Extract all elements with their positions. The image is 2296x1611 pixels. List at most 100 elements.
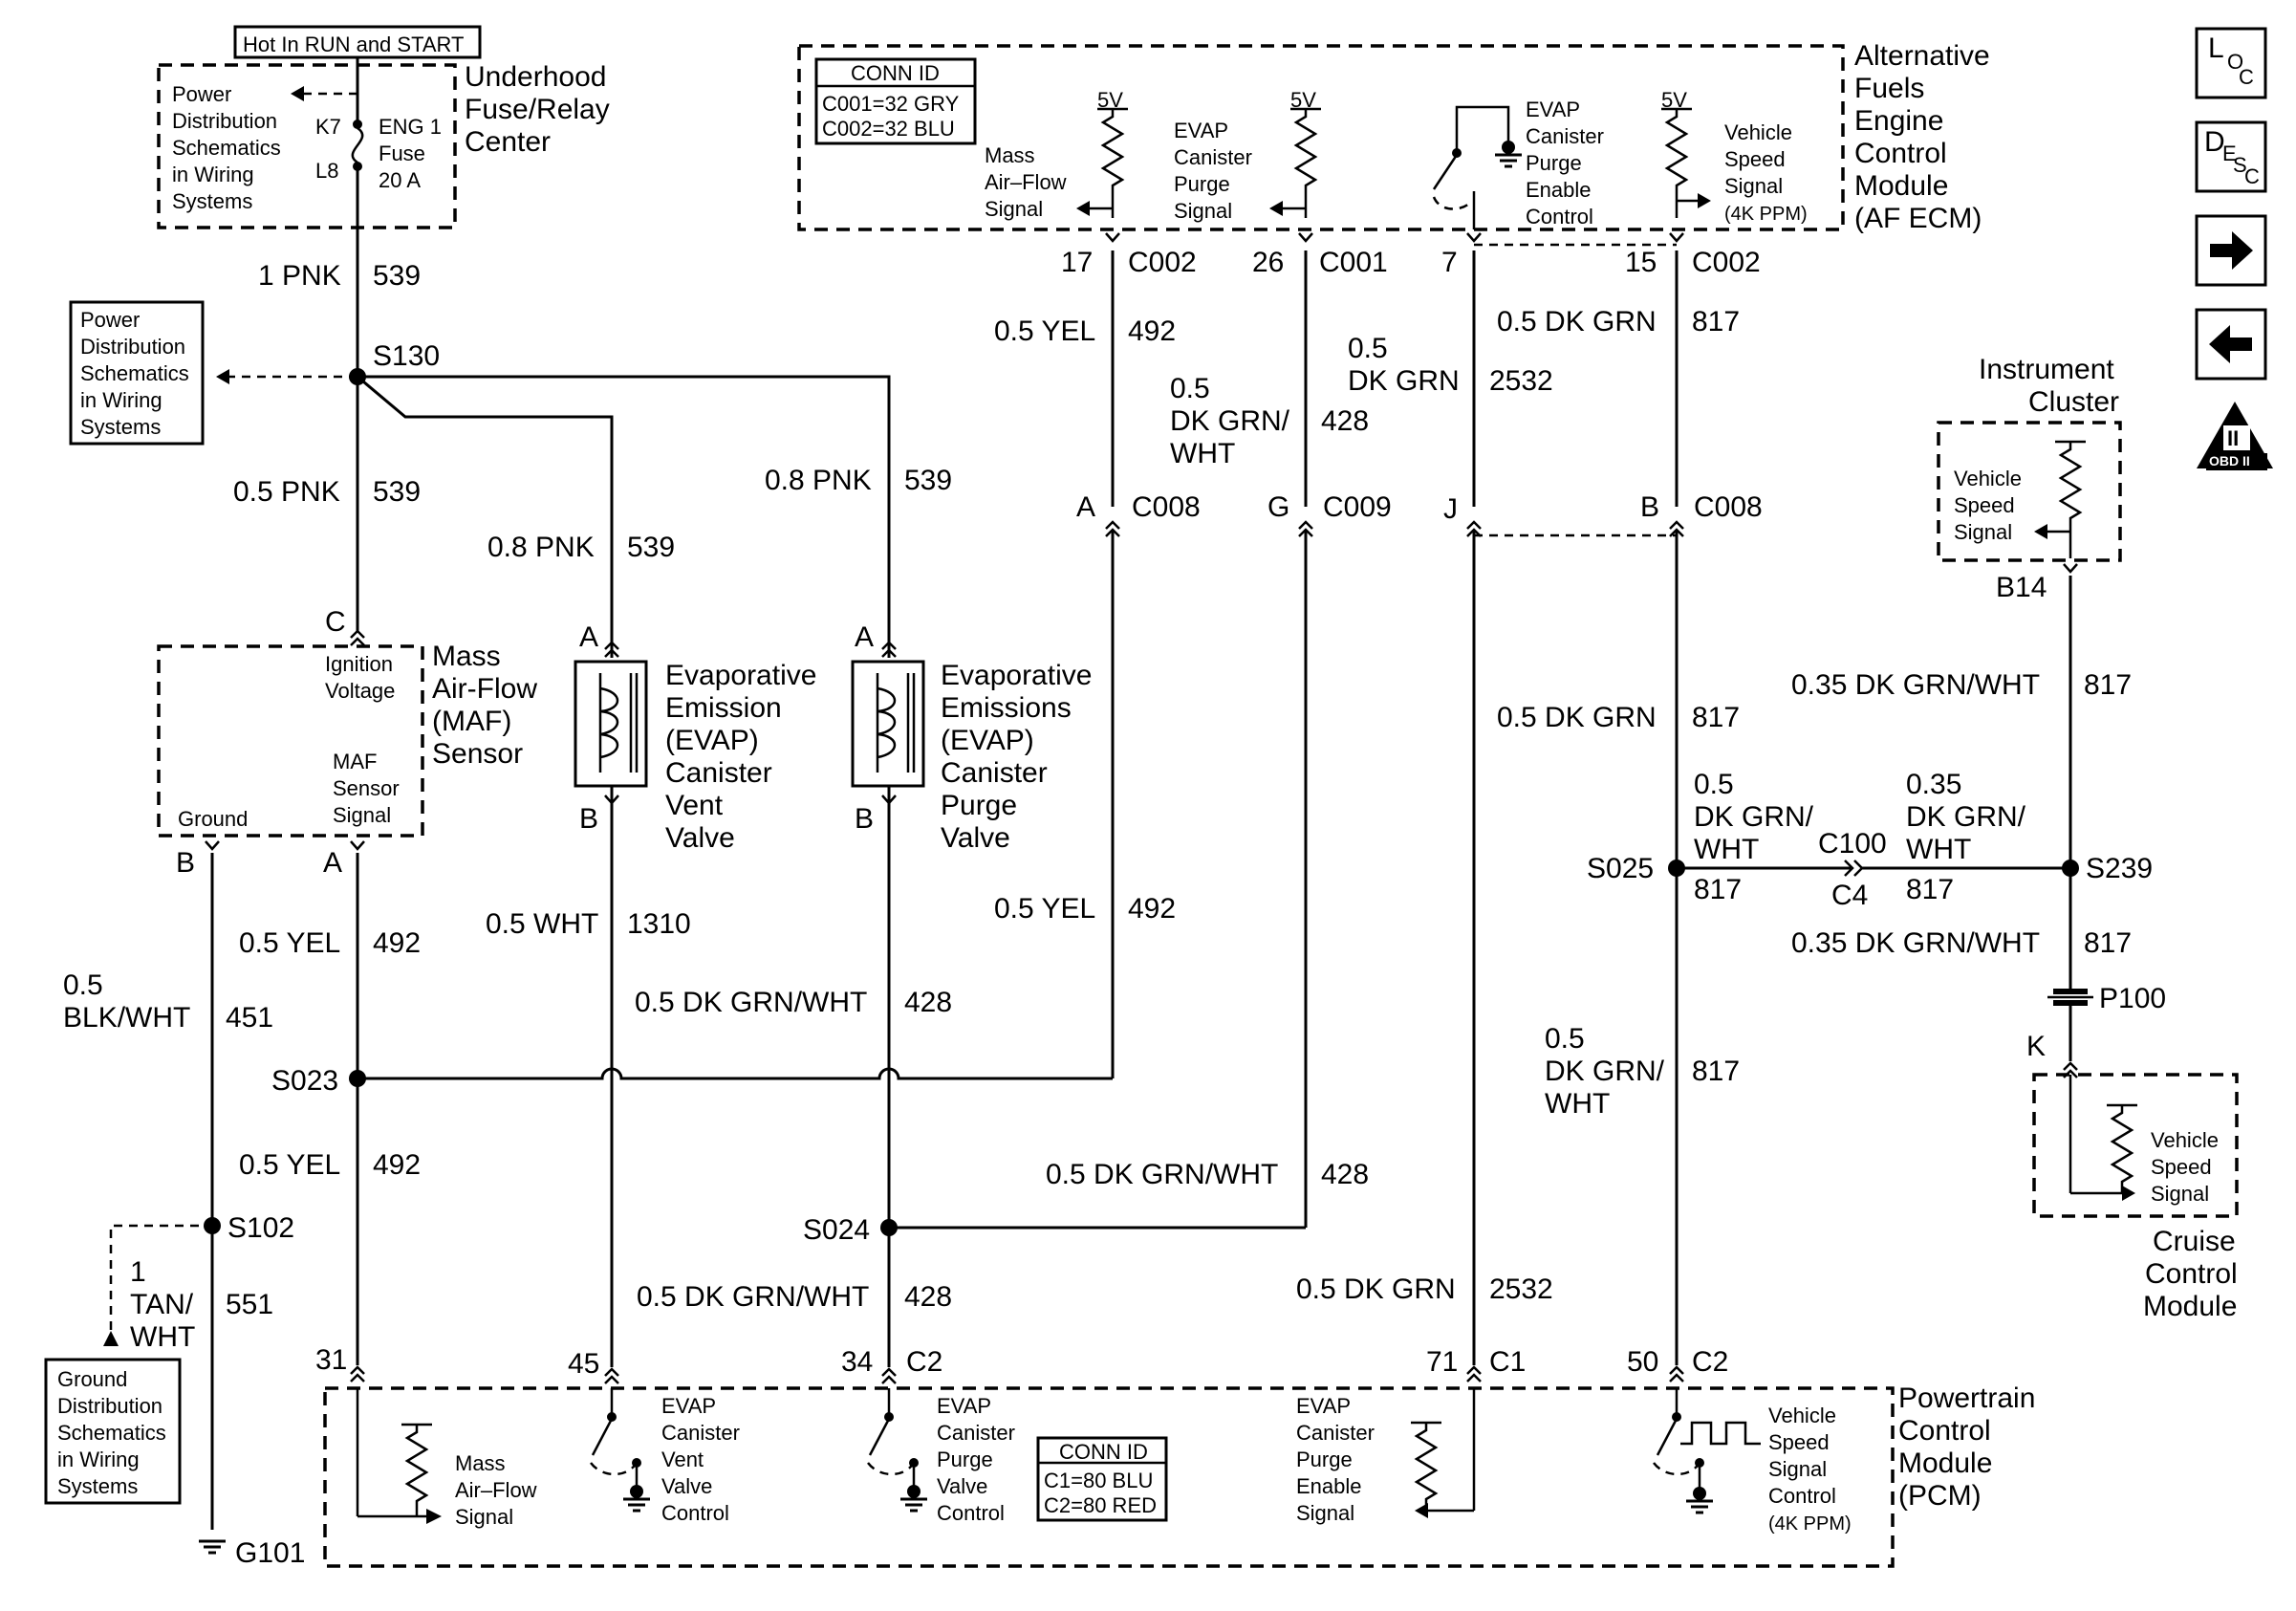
svg-text:DK GRN/: DK GRN/: [1170, 405, 1290, 437]
svg-text:Vehicle: Vehicle: [1724, 120, 1792, 144]
svg-text:0.5 DK GRN/WHT: 0.5 DK GRN/WHT: [1046, 1159, 1278, 1190]
svg-text:Fuse/Relay: Fuse/Relay: [465, 94, 610, 125]
svg-text:S239: S239: [2086, 853, 2153, 884]
svg-text:L8: L8: [315, 159, 338, 183]
ground-distribution-ref-box[interactable]: [44, 1358, 182, 1505]
svg-text:2532: 2532: [1489, 365, 1553, 397]
svg-text:S: S: [2233, 153, 2247, 177]
svg-text:Fuse: Fuse: [379, 142, 425, 165]
svg-text:G101: G101: [235, 1537, 305, 1569]
fuse-ref-text: Power Distribution Schematics in Wiring …: [172, 82, 281, 213]
svg-text:551: 551: [226, 1289, 273, 1320]
svg-text:Evaporative: Evaporative: [665, 660, 816, 691]
svg-text:Power: Power: [172, 82, 231, 106]
svg-text:Sensor: Sensor: [333, 776, 400, 800]
maf-sensor-title: Mass Air-Flow (MAF) Sensor: [432, 641, 537, 770]
svg-text:C002=32 BLU: C002=32 BLU: [822, 117, 955, 141]
svg-text:Valve: Valve: [661, 1474, 712, 1498]
svg-text:Emission: Emission: [665, 692, 782, 724]
svg-text:DK GRN/: DK GRN/: [1694, 801, 1814, 833]
svg-text:in Wiring: in Wiring: [80, 388, 162, 412]
svg-text:Purge: Purge: [941, 790, 1017, 821]
svg-text:EVAP: EVAP: [937, 1394, 991, 1418]
svg-text:Speed: Speed: [1724, 147, 1786, 171]
hot-in-run-label: Hot In RUN and START: [243, 33, 464, 56]
svg-text:B: B: [1640, 491, 1659, 523]
svg-text:DK GRN: DK GRN: [1348, 365, 1460, 397]
hot-in-run-label-box: [233, 25, 482, 59]
svg-text:in Wiring: in Wiring: [57, 1448, 140, 1471]
svg-text:(AF ECM): (AF ECM): [1854, 203, 1982, 234]
maf-sensor-box: [157, 644, 424, 838]
svg-text:0.5 PNK: 0.5 PNK: [233, 476, 340, 508]
svg-text:A: A: [855, 621, 874, 653]
svg-text:Schematics: Schematics: [80, 361, 189, 385]
svg-text:(4K PPM): (4K PPM): [1768, 1513, 1852, 1535]
p100-connector: [2047, 989, 2093, 1006]
svg-text:C: C: [2239, 65, 2254, 89]
svg-text:17: 17: [1061, 247, 1093, 278]
svg-text:817: 817: [1692, 702, 1740, 733]
description-button[interactable]: D E S C: [2195, 120, 2267, 193]
svg-text:451: 451: [226, 1002, 273, 1034]
power-distribution-ref-box[interactable]: [69, 300, 205, 446]
svg-text:0.8 PNK: 0.8 PNK: [765, 465, 872, 496]
svg-text:Valve: Valve: [937, 1474, 987, 1498]
svg-text:Control: Control: [1526, 205, 1593, 229]
svg-text:0.5: 0.5: [63, 969, 103, 1001]
svg-text:A: A: [1076, 491, 1095, 523]
svg-text:7: 7: [1441, 247, 1458, 278]
svg-text:Signal: Signal: [455, 1505, 513, 1529]
svg-text:C009: C009: [1323, 491, 1392, 523]
svg-text:S102: S102: [227, 1212, 294, 1244]
svg-text:0.5: 0.5: [1170, 373, 1210, 404]
svg-text:Control: Control: [661, 1501, 729, 1525]
svg-text:0.35 DK GRN/WHT: 0.35 DK GRN/WHT: [1791, 927, 2040, 959]
svg-text:B14: B14: [1996, 572, 2047, 603]
svg-text:0.5 YEL: 0.5 YEL: [239, 1149, 340, 1181]
svg-text:Module: Module: [2143, 1291, 2237, 1322]
right-arrow-icon[interactable]: [2195, 214, 2267, 287]
svg-text:0.5 DK GRN/WHT: 0.5 DK GRN/WHT: [637, 1281, 869, 1313]
svg-text:WHT: WHT: [1545, 1088, 1610, 1120]
svg-text:S023: S023: [271, 1065, 338, 1097]
svg-text:C001: C001: [1319, 247, 1388, 278]
svg-text:0.8 PNK: 0.8 PNK: [487, 532, 595, 563]
svg-text:492: 492: [1128, 893, 1176, 925]
svg-text:Valve: Valve: [665, 822, 735, 854]
obd-ii-icon[interactable]: II OBD II: [2197, 402, 2273, 470]
svg-text:Purge: Purge: [1174, 172, 1230, 196]
svg-text:Power: Power: [80, 308, 140, 332]
svg-text:0.5 DK GRN: 0.5 DK GRN: [1497, 702, 1657, 733]
svg-text:817: 817: [2084, 669, 2132, 701]
svg-text:0.5 YEL: 0.5 YEL: [239, 927, 340, 959]
svg-text:S130: S130: [373, 340, 440, 372]
svg-text:Systems: Systems: [80, 415, 161, 439]
svg-text:26: 26: [1252, 247, 1284, 278]
svg-text:1310: 1310: [627, 908, 691, 940]
svg-text:Purge: Purge: [937, 1448, 993, 1471]
svg-text:0.5 YEL: 0.5 YEL: [994, 893, 1095, 925]
svg-text:Systems: Systems: [172, 189, 252, 213]
left-arrow-icon[interactable]: [2195, 308, 2267, 381]
svg-text:Control: Control: [937, 1501, 1005, 1525]
square-wave-icon: [1680, 1421, 1761, 1446]
svg-text:S025: S025: [1587, 853, 1654, 884]
svg-text:Air–Flow: Air–Flow: [985, 170, 1067, 194]
svg-text:Evaporative: Evaporative: [941, 660, 1092, 691]
svg-text:Air-Flow: Air-Flow: [432, 673, 537, 705]
svg-text:C1=80 BLU: C1=80 BLU: [1044, 1469, 1153, 1492]
svg-text:Mass: Mass: [455, 1451, 506, 1475]
location-button[interactable]: L O C: [2195, 27, 2267, 99]
svg-text:Canister: Canister: [665, 757, 772, 789]
svg-text:Powertrain: Powertrain: [1898, 1382, 2035, 1414]
svg-text:TAN/: TAN/: [130, 1289, 194, 1320]
svg-text:Voltage: Voltage: [325, 679, 395, 703]
svg-text:C008: C008: [1694, 491, 1763, 523]
svg-text:DK GRN/: DK GRN/: [1545, 1056, 1665, 1087]
svg-text:C4: C4: [1831, 880, 1868, 911]
svg-text:Distribution: Distribution: [80, 335, 185, 359]
svg-text:Purge: Purge: [1526, 151, 1582, 175]
svg-text:1: 1: [130, 1256, 146, 1288]
